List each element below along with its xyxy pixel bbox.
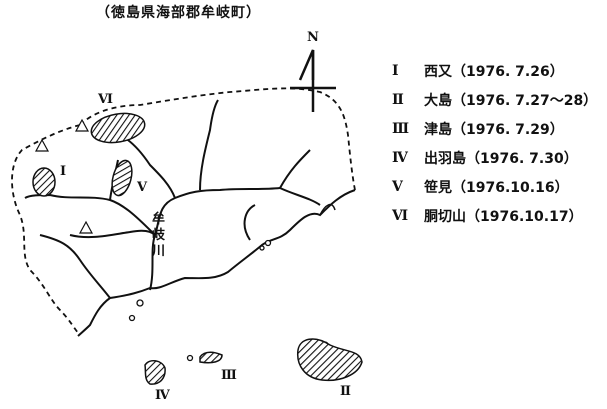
river-label: 牟岐川 xyxy=(152,212,166,259)
island-iii xyxy=(199,351,223,364)
triangle-marker-icon xyxy=(34,138,50,152)
town-boundary xyxy=(11,87,356,336)
site-vi-area xyxy=(90,112,146,144)
north-label: N xyxy=(307,30,319,45)
site-marker-iii: Ⅲ xyxy=(221,368,237,383)
site-marker-vi: Ⅵ xyxy=(98,92,113,107)
site-marker-i: I xyxy=(60,164,67,179)
island-ii xyxy=(297,338,363,382)
rivers xyxy=(24,99,321,299)
north-arrow-icon xyxy=(290,49,336,112)
map-title: （徳島県海部郡牟岐町） xyxy=(96,5,261,21)
island-iv xyxy=(144,360,166,385)
site-marker-v: V xyxy=(137,180,148,195)
coastline xyxy=(77,189,356,337)
triangle-marker-icon xyxy=(74,118,90,132)
site-i-area xyxy=(32,167,56,197)
site-marker-ii: Ⅱ xyxy=(340,384,351,399)
site-marker-iv: Ⅳ xyxy=(155,388,170,403)
triangle-marker-icon xyxy=(78,220,94,234)
site-v-area xyxy=(111,159,133,197)
